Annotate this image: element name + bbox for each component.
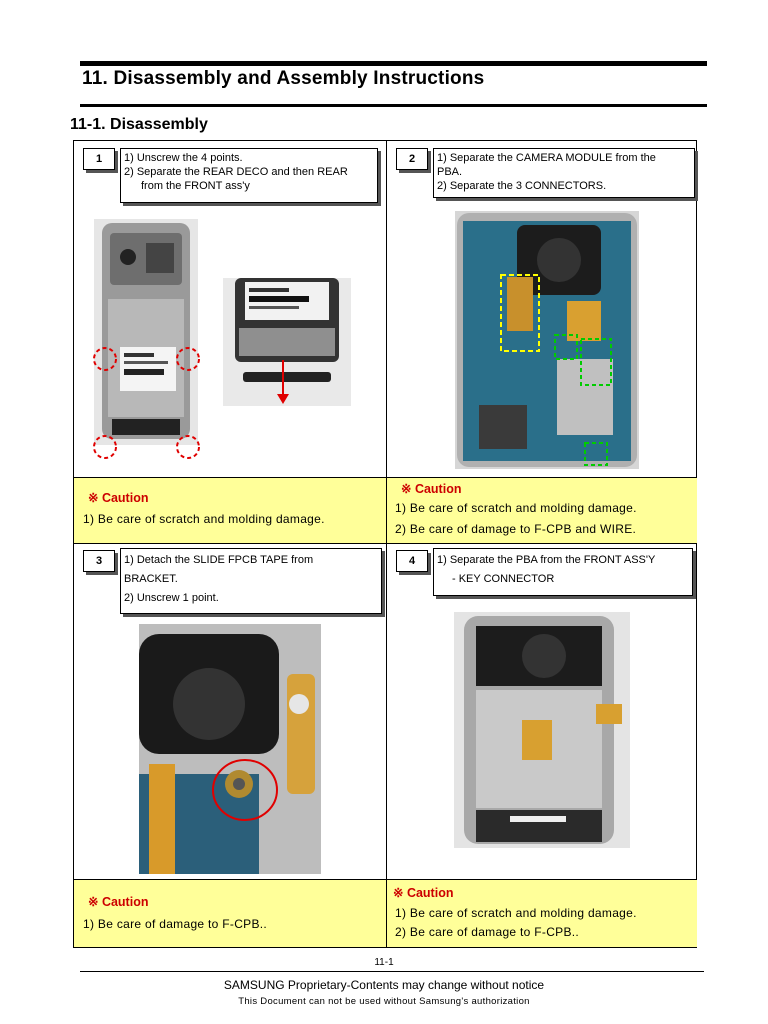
- header-rule-bottom: [80, 104, 707, 107]
- step-3-caution: ※ Caution 1) Be care of damage to F-CPB.…: [74, 880, 386, 947]
- section-title: 11-1. Disassembly: [70, 116, 208, 133]
- step-4-line-2: - KEY CONNECTOR: [452, 573, 555, 585]
- step-1-photo-phone-back: [94, 219, 198, 445]
- grid-divider-1: [74, 477, 696, 478]
- step-1-caution: ※ Caution 1) Be care of scratch and mold…: [74, 478, 386, 543]
- step-1-screw-markers: [93, 347, 200, 459]
- step-4-line-1: 1) Separate the PBA from the FRONT ASS'Y: [437, 554, 656, 566]
- grid-divider-vertical: [386, 141, 387, 947]
- grid-divider-3: [74, 879, 696, 880]
- front-assy-illustration: [464, 616, 622, 844]
- step-1-note: 1) Unscrew the 4 points. 2) Separate the…: [120, 148, 378, 203]
- step-2-line-1: 1) Separate the CAMERA MODULE from the: [437, 152, 656, 164]
- header-rule-top: [80, 61, 707, 66]
- step-2-note: 1) Separate the CAMERA MODULE from the P…: [433, 148, 695, 198]
- step-4-note: 1) Separate the PBA from the FRONT ASS'Y…: [433, 548, 693, 596]
- step-2-number: 2: [396, 148, 428, 170]
- step-3-line-2: BRACKET.: [124, 573, 178, 585]
- step-1-photo-rear-deco: [223, 278, 351, 406]
- step-2-caution-line-2: 2) Be care of damage to F-CPB and WIRE.: [395, 522, 637, 536]
- phone-back-illustration: [102, 223, 190, 439]
- step-4-photo-front-assy: [454, 612, 630, 848]
- step-4-panel: 4 1) Separate the PBA from the FRONT ASS…: [387, 544, 697, 879]
- step-2-caution: ※ Caution 1) Be care of scratch and mold…: [387, 478, 697, 543]
- step-3-number: 3: [83, 550, 115, 572]
- step-4-caution: ※ Caution 1) Be care of scratch and mold…: [387, 880, 697, 947]
- step-4-caution-line-2: 2) Be care of damage to F-CPB..: [395, 925, 580, 939]
- step-3-panel: 3 1) Detach the SLIDE FPCB TAPE from BRA…: [74, 544, 386, 879]
- rear-deco-illustration: [235, 278, 339, 404]
- step-1-line-3: from the FRONT ass'y: [141, 180, 250, 192]
- step-4-caution-title: ※ Caution: [393, 886, 454, 900]
- step-4-number: 4: [396, 550, 428, 572]
- step-2-caution-title: ※ Caution: [401, 482, 462, 496]
- step-1-caution-line-1: 1) Be care of scratch and molding damage…: [83, 512, 325, 526]
- footer-authorization: This Document can not be used without Sa…: [238, 996, 530, 1007]
- step-1-caution-title: ※ Caution: [88, 491, 149, 505]
- step-3-line-3: 2) Unscrew 1 point.: [124, 592, 219, 604]
- step-3-photo-bracket: [139, 624, 321, 874]
- step-3-line-1: 1) Detach the SLIDE FPCB TAPE from: [124, 554, 314, 566]
- footer-notice: SAMSUNG Proprietary-Contents may change …: [223, 978, 545, 992]
- step-2-line-3: 2) Separate the 3 CONNECTORS.: [437, 180, 607, 192]
- footer-rule: [80, 971, 704, 972]
- step-2-line-2: PBA.: [437, 166, 463, 178]
- step-2-panel: 2 1) Separate the CAMERA MODULE from the…: [387, 141, 697, 477]
- step-2-photo-pba: [455, 211, 639, 469]
- pba-illustration: [457, 213, 637, 467]
- page-title: 11. Disassembly and Assembly Instruction…: [82, 68, 485, 89]
- bracket-illustration: [139, 624, 321, 874]
- step-1-panel: 1 1) Unscrew the 4 points. 2) Separate t…: [74, 141, 386, 477]
- step-4-caution-line-1: 1) Be care of scratch and molding damage…: [395, 906, 637, 920]
- step-3-note: 1) Detach the SLIDE FPCB TAPE from BRACK…: [120, 548, 382, 614]
- step-1-line-2: 2) Separate the REAR DECO and then REAR: [124, 166, 348, 178]
- step-3-caution-title: ※ Caution: [88, 895, 149, 909]
- step-1-number: 1: [83, 148, 115, 170]
- step-2-caution-line-1: 1) Be care of scratch and molding damage…: [395, 501, 637, 515]
- instruction-grid: 1 1) Unscrew the 4 points. 2) Separate t…: [73, 140, 697, 948]
- step-1-line-1: 1) Unscrew the 4 points.: [124, 152, 243, 164]
- page-number: 11-1: [374, 957, 394, 968]
- step-3-caution-line-1: 1) Be care of damage to F-CPB..: [83, 917, 268, 931]
- grid-divider-2: [74, 543, 696, 544]
